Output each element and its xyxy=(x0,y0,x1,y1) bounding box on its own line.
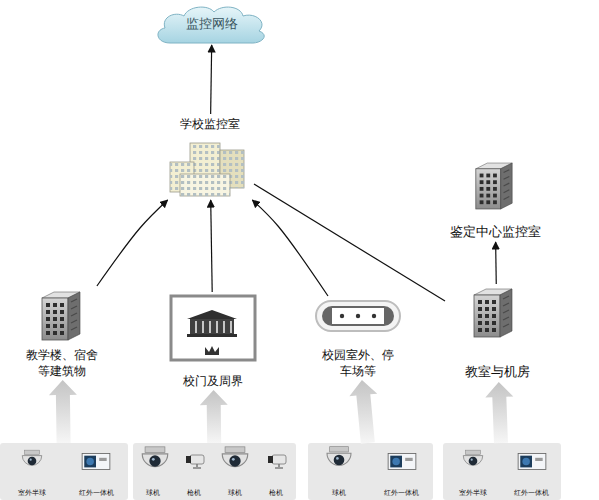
camera-label: 球机 xyxy=(215,488,256,497)
block-arrow xyxy=(349,380,377,444)
site-node: 教学楼、宿舍 等建筑物 xyxy=(14,286,110,380)
block-arrow xyxy=(485,382,513,443)
cloud-node: 监控网络 xyxy=(152,3,272,45)
camera-panel: 球机枪机球机枪机 xyxy=(133,443,296,500)
camera-label: 红外一体机 xyxy=(502,488,561,497)
outdoor-icon xyxy=(316,301,400,331)
camera-label: 球机 xyxy=(308,488,371,497)
building-icon xyxy=(42,292,80,340)
camera-label: 红外一体机 xyxy=(64,488,128,497)
connector-arrow xyxy=(252,200,328,296)
connector-arrow xyxy=(254,184,445,301)
school-building-icon xyxy=(170,143,244,196)
monitor-room-node: 学校监控室 xyxy=(166,114,254,200)
building-icon xyxy=(474,289,512,337)
camera-icons xyxy=(22,447,546,470)
camera-label: 红外一体机 xyxy=(371,488,434,497)
camera-label: 枪机 xyxy=(255,488,296,497)
node-label: 校门及周界 xyxy=(183,373,243,389)
connector-arrow xyxy=(97,200,168,286)
camera-label: 室外半球 xyxy=(0,488,64,497)
camera-label: 枪机 xyxy=(174,488,215,497)
monitor-room-node: 鉴定中心监控室 xyxy=(445,158,545,242)
camera-label: 球机 xyxy=(133,488,174,497)
site-node: 校园室外、停车场等 xyxy=(300,296,416,380)
camera-panel: 室外半球红外一体机 xyxy=(443,443,561,500)
building-icon xyxy=(476,163,512,209)
camera-label: 室外半球 xyxy=(443,488,502,497)
block-arrow xyxy=(49,380,77,443)
node-label: 鉴定中心监控室 xyxy=(450,223,541,241)
node-label: 校园室外、停车场等 xyxy=(320,347,396,379)
gate-icon xyxy=(171,296,255,360)
block-arrow xyxy=(200,390,228,443)
site-node: 校门及周界 xyxy=(160,292,266,390)
connector-arrow xyxy=(211,45,212,114)
camera-panel: 室外半球红外一体机 xyxy=(0,443,128,500)
panel-background xyxy=(0,443,561,500)
connector-arrow xyxy=(495,242,497,284)
camera-panel: 球机红外一体机 xyxy=(308,443,433,500)
node-label: 监控网络 xyxy=(186,15,238,33)
site-node: 教室与机房 xyxy=(445,284,549,382)
connector-arrow xyxy=(211,200,213,292)
node-label: 教室与机房 xyxy=(465,363,530,381)
node-label: 教学楼、宿舍 等建筑物 xyxy=(24,347,100,379)
node-label: 学校监控室 xyxy=(180,116,240,132)
